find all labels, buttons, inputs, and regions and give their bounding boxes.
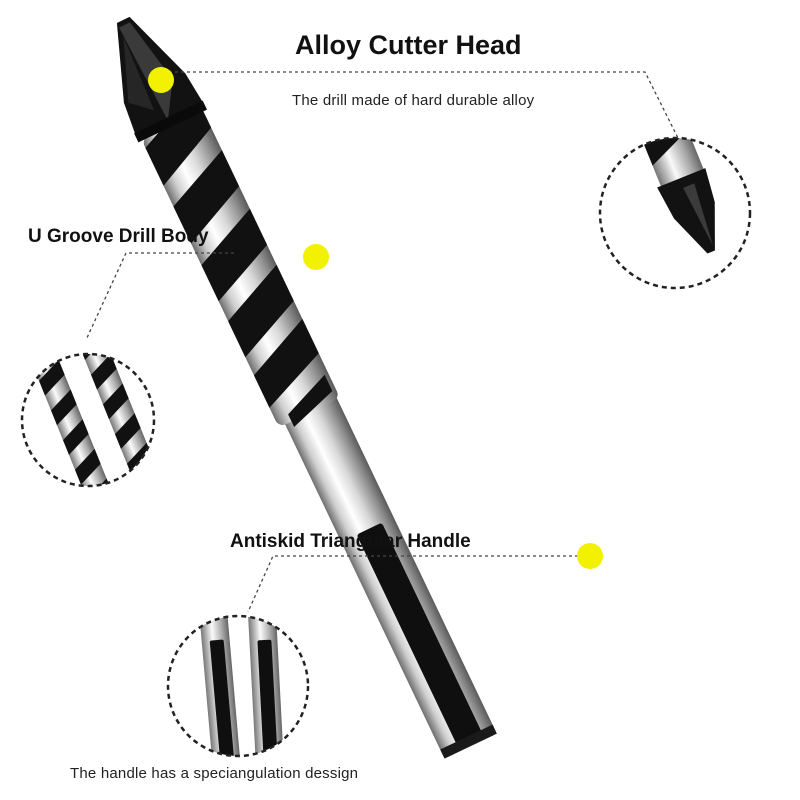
cutter-head-title: Alloy Cutter Head [295,30,522,60]
leader-lines [85,71,679,613]
handle-title: Antiskid Triangular Handle [230,531,471,552]
cutter-head-description: The drill made of hard durable alloy [292,92,535,109]
zoom-circle-body [20,352,156,488]
marker-dot-body [303,244,329,270]
handle-description: The handle has a speciangulation dessign [70,765,359,782]
drill-body-title: U Groove Drill Body [28,226,209,247]
marker-dot-cutter [148,67,174,93]
handle-flat [357,523,482,746]
marker-dot-handle [577,543,603,569]
drill-bit [116,16,497,759]
zoom-circle-handle [166,614,310,758]
zoom-circle-cutter [598,136,752,290]
marker-dots [148,67,603,569]
